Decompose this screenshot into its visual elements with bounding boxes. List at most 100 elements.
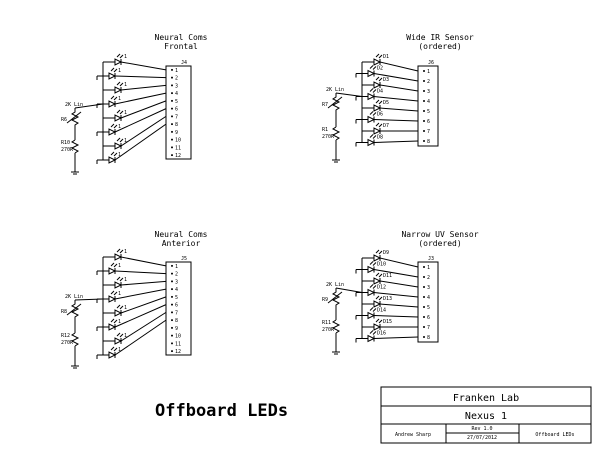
led-wire: [114, 75, 167, 79]
led-wire: [373, 292, 419, 298]
pin-number: 2: [427, 275, 430, 281]
led: 1: [102, 100, 167, 122]
led-arrow: [113, 347, 118, 352]
pin-number: 9: [175, 130, 178, 136]
pot-wiper: [66, 111, 82, 124]
led: D7: [361, 122, 418, 135]
pin-number: 6: [175, 107, 178, 113]
pot-wire: [335, 287, 363, 293]
pot-wire: [74, 103, 104, 109]
pin-number: 10: [175, 334, 181, 340]
led-arrow: [110, 95, 115, 100]
led: 1: [96, 262, 167, 275]
led: D9: [361, 249, 419, 268]
led-body: [367, 311, 376, 320]
pin-dot: [171, 295, 173, 298]
led-arrow: [119, 54, 124, 59]
connector-header: [165, 261, 192, 356]
led: D6: [355, 111, 419, 124]
led-arrow: [375, 318, 380, 323]
author-name: Andrew Sharp: [395, 432, 431, 438]
pin-dot: [171, 288, 173, 291]
led-wire: [120, 84, 167, 91]
led-wire: [373, 73, 419, 82]
led-body: [114, 58, 123, 66]
led-wire: [379, 84, 419, 92]
led-arrow: [378, 54, 383, 59]
led-arrow: [116, 53, 121, 58]
led-body: [367, 288, 376, 297]
led: D8: [355, 134, 419, 147]
led-ref: D13: [383, 296, 392, 302]
led-ref: 1: [124, 138, 127, 144]
led-arrow: [110, 151, 115, 156]
led: 1: [102, 53, 167, 71]
pin-dot: [423, 90, 425, 92]
led-ref: 1: [124, 305, 127, 311]
led-body: [367, 265, 376, 274]
pin-number: 10: [175, 138, 181, 144]
pin-dot: [423, 80, 425, 82]
led: D4: [355, 88, 419, 102]
led: 1: [102, 248, 167, 267]
resistor-value: 270R: [322, 327, 335, 333]
pin-dot: [423, 100, 425, 102]
led-arrow: [375, 53, 380, 58]
led-arrow: [116, 332, 121, 337]
pin-number: 2: [175, 272, 178, 278]
connector-ref: J4: [181, 60, 187, 66]
connector-ref: J5: [181, 256, 187, 262]
led-ref: 1: [118, 291, 121, 297]
led-body: [108, 267, 117, 275]
led-wire: [120, 311, 167, 342]
pin-dot: [171, 334, 173, 337]
led-arrow: [372, 308, 377, 312]
pin-number: 6: [427, 119, 430, 125]
led-body: [114, 253, 123, 261]
pin-dot: [171, 319, 173, 322]
date-label: 27/07/2012: [467, 435, 497, 441]
led-wire: [120, 115, 167, 147]
block-neural-anterior: Neural ComsAnteriorJ51234567891011121111…: [61, 230, 208, 369]
connector-header: [417, 65, 439, 147]
pin-number: 1: [175, 264, 178, 270]
pin-number: 2: [175, 76, 178, 82]
pin-number: 5: [427, 109, 430, 115]
led: 1: [96, 67, 167, 80]
resistor-element: [331, 126, 341, 141]
pin-number: 8: [427, 139, 430, 145]
led-ref: 1: [124, 82, 127, 88]
pin-number: 5: [175, 295, 178, 301]
pin-dot: [423, 266, 425, 268]
led-arrow: [113, 124, 118, 129]
led-arrow: [116, 81, 121, 86]
pin-number: 5: [175, 99, 178, 105]
pin-dot: [171, 68, 173, 71]
led-body: [114, 337, 123, 345]
pin-dot: [171, 99, 173, 102]
pot-wiper: [327, 96, 343, 109]
led: 1: [96, 319, 167, 359]
led-ref: D9: [383, 250, 389, 256]
led-ref: 1: [124, 277, 127, 283]
pin-dot: [171, 326, 173, 329]
led-arrow: [378, 250, 383, 255]
pin-dot: [171, 146, 173, 149]
led-arrow: [113, 96, 118, 101]
led-body: [108, 156, 117, 164]
pin-number: 8: [175, 318, 178, 324]
led: D11: [361, 272, 419, 288]
resistor-value: 270R: [61, 147, 74, 153]
pin-number: 7: [175, 310, 178, 316]
pin-number: 6: [175, 303, 178, 309]
pin-dot: [171, 123, 173, 126]
led-wire: [373, 315, 419, 318]
led-arrow: [369, 330, 374, 334]
led-ref: 1: [124, 54, 127, 60]
pin-dot: [423, 336, 425, 338]
pin-number: 7: [427, 129, 430, 135]
led-arrow: [372, 285, 377, 289]
block-subtitle: (ordered): [418, 42, 461, 51]
